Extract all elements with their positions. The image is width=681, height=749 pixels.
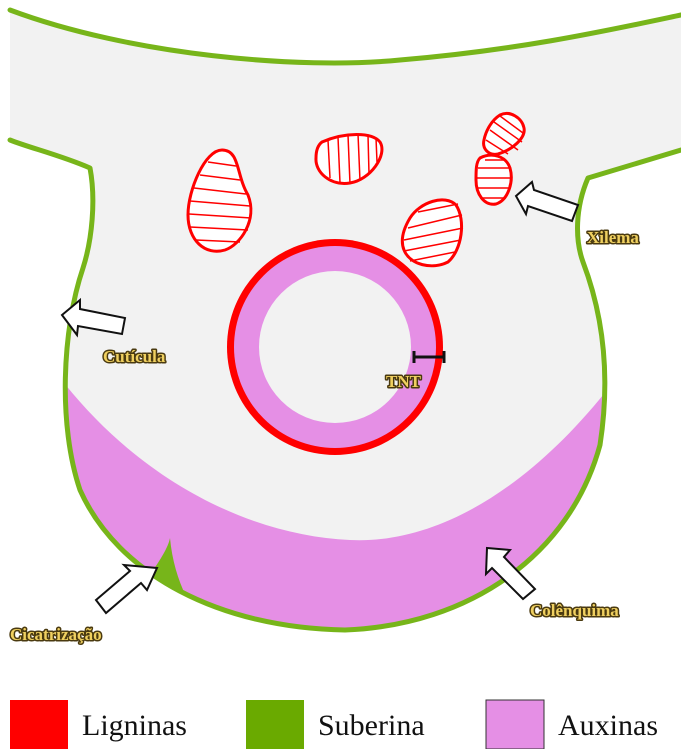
scar-arrow-icon xyxy=(96,565,157,613)
vessel-lumen xyxy=(259,271,411,423)
legend-label-lignins: Ligninas xyxy=(82,709,187,742)
legend-label-suberin: Suberina xyxy=(318,709,425,742)
legend-label-auxins: Auxinas xyxy=(558,709,658,742)
legend: Ligninas Suberina Auxinas xyxy=(10,700,658,749)
legend-swatch-auxins xyxy=(486,700,544,749)
xylem-label: Xilema xyxy=(587,228,639,247)
tnt-label: TNT xyxy=(386,372,422,391)
legend-swatch-suberin xyxy=(246,700,304,749)
legend-swatch-lignins xyxy=(10,700,68,749)
collenchyma-label: Colênquima xyxy=(530,601,619,620)
cuticle-label: Cutícula xyxy=(103,347,166,366)
scar-label: Cicatrização xyxy=(10,625,102,644)
xylem-vessel-5 xyxy=(476,155,512,204)
